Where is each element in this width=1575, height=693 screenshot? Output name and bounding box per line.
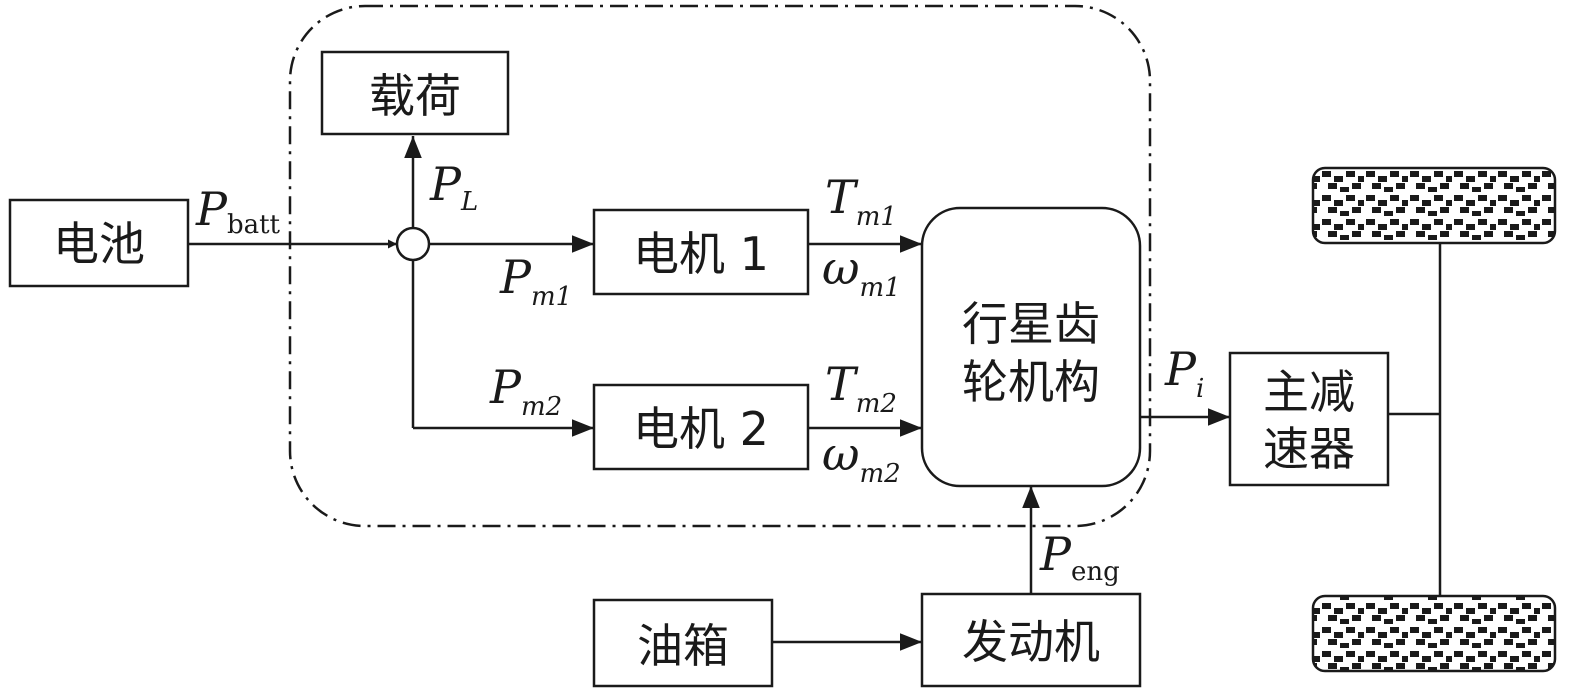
wheel-bottom (1311, 594, 1557, 673)
fuel-tank-block: 油箱 (592, 598, 774, 688)
load-label: 载荷 (369, 69, 461, 123)
power-junction-node (395, 226, 431, 262)
battery-label: 电池 (53, 217, 145, 271)
p-batt-label: Pbatt (195, 182, 281, 240)
final-drive-label-line2: 速器 (1263, 422, 1355, 476)
planetary-label-line1: 行星齿 (962, 297, 1100, 351)
battery-block: 电池 (8, 198, 190, 288)
final-drive-block: 主减 速器 (1228, 351, 1390, 487)
engine-label: 发动机 (962, 615, 1100, 669)
p-m2-label: Pm2 (489, 360, 562, 422)
p-i-label: Pi (1164, 342, 1204, 404)
omega-m2-label: ωm2 (822, 427, 901, 489)
planetary-label-line2: 轮机构 (962, 355, 1100, 409)
planetary-gear-block: 行星齿 轮机构 (920, 206, 1142, 488)
motor1-label: 电机 1 (633, 227, 769, 281)
engine-block: 发动机 (920, 592, 1142, 688)
p-eng-label: Peng (1039, 527, 1120, 587)
electric-subsystem-boundary (288, 4, 1152, 528)
motor2-label: 电机 2 (633, 402, 769, 456)
motor1-block: 电机 1 (592, 208, 810, 296)
fuel-tank-label: 油箱 (637, 619, 729, 673)
wheel-top (1311, 166, 1557, 245)
p-m1-label: Pm1 (499, 250, 572, 312)
load-block: 载荷 (320, 50, 510, 136)
motor2-block: 电机 2 (592, 383, 810, 471)
omega-m1-label: ωm1 (822, 241, 901, 303)
t-m2-label: Tm2 (825, 357, 897, 419)
p-load-label: PL (429, 157, 478, 217)
t-m1-label: Tm1 (825, 170, 897, 232)
final-drive-label-line1: 主减 (1263, 365, 1355, 419)
